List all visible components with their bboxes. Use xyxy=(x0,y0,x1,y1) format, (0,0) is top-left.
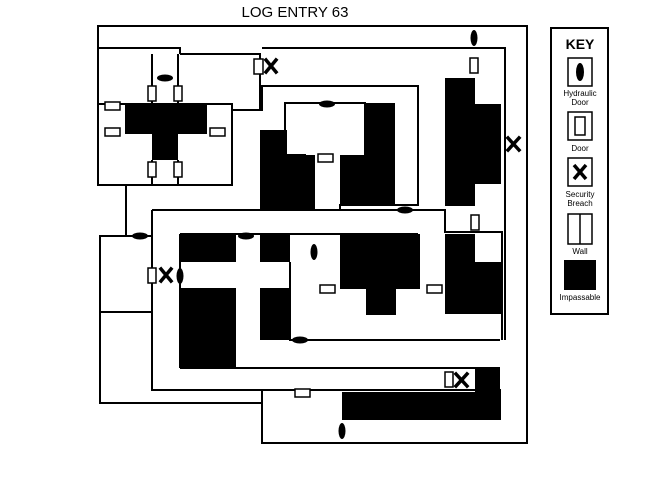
key-hydraulic-label-1: Hydraulic xyxy=(563,89,596,98)
door-icon[interactable] xyxy=(147,161,157,178)
impassable-block xyxy=(445,78,475,206)
impassable-block xyxy=(475,368,500,392)
door-icon[interactable] xyxy=(444,371,454,388)
hydraulic-door-icon[interactable] xyxy=(319,100,335,108)
impassable-block xyxy=(125,104,207,134)
map-key: KEY Hydraulic Door Door Security Breach … xyxy=(550,27,609,315)
impassable-block xyxy=(260,234,290,262)
impassable-block xyxy=(260,130,287,210)
security-breach-icon xyxy=(572,163,588,181)
impassable-block xyxy=(340,155,368,205)
key-hydraulic-box xyxy=(567,57,593,87)
impassable-block xyxy=(475,262,502,314)
door-icon[interactable] xyxy=(317,153,334,163)
key-door-label: Door xyxy=(571,144,589,153)
hydraulic-door-icon[interactable] xyxy=(338,423,346,439)
door-icon[interactable] xyxy=(147,85,157,102)
top-corridor-wall xyxy=(97,47,506,340)
upper-left-room-divider xyxy=(151,54,179,185)
door-icon[interactable] xyxy=(173,161,183,178)
door-icon xyxy=(574,116,586,136)
hydraulic-door-icon[interactable] xyxy=(176,268,184,284)
impassable-icon xyxy=(564,260,596,290)
hydraulic-door-icon[interactable] xyxy=(470,30,478,46)
impassable-block xyxy=(260,288,290,340)
hydraulic-door-icon[interactable] xyxy=(132,232,148,240)
doors xyxy=(104,57,480,398)
door-icon[interactable] xyxy=(104,101,121,111)
door-icon[interactable] xyxy=(104,127,121,137)
impassable-block xyxy=(445,234,475,314)
security-breaches xyxy=(158,57,522,389)
impassable-block xyxy=(340,234,420,289)
hydraulic-door-icon xyxy=(576,63,584,81)
security-breach-icon[interactable] xyxy=(453,371,470,389)
key-wall-label: Wall xyxy=(572,247,587,256)
hydraulic-doors xyxy=(132,30,478,439)
key-hydraulic-label-2: Door xyxy=(571,98,589,107)
impassable-block xyxy=(366,289,396,315)
hydraulic-door-icon[interactable] xyxy=(397,206,413,214)
door-icon[interactable] xyxy=(173,85,183,102)
impassable-block xyxy=(180,234,236,262)
key-breach-label-2: Breach xyxy=(567,199,592,208)
impassable-areas xyxy=(125,78,502,420)
impassable-block xyxy=(287,155,315,210)
hydraulic-door-icon[interactable] xyxy=(310,244,318,260)
security-breach-icon[interactable] xyxy=(505,135,522,153)
key-impassable-label: Impassable xyxy=(560,293,601,302)
door-icon[interactable] xyxy=(319,284,336,294)
door-icon[interactable] xyxy=(469,57,479,74)
key-heading: KEY xyxy=(566,36,595,52)
door-icon[interactable] xyxy=(147,267,157,284)
door-icon[interactable] xyxy=(426,284,443,294)
key-breach-label-1: Security xyxy=(566,190,595,199)
impassable-block xyxy=(365,103,395,205)
door-icon[interactable] xyxy=(294,388,311,398)
impassable-block xyxy=(180,288,236,368)
outer-wall xyxy=(97,25,528,444)
door-icon[interactable] xyxy=(209,127,226,137)
door-icon[interactable] xyxy=(253,58,264,75)
security-breach-icon[interactable] xyxy=(158,266,174,284)
impassable-block xyxy=(475,104,501,184)
page-title: LOG ENTRY 63 xyxy=(241,4,349,21)
hydraulic-door-icon[interactable] xyxy=(292,336,308,344)
impassable-block xyxy=(342,392,500,420)
door-icon[interactable] xyxy=(470,214,480,231)
hydraulic-door-icon[interactable] xyxy=(157,74,173,82)
impassable-block xyxy=(152,134,178,160)
hydraulic-door-icon[interactable] xyxy=(238,232,254,240)
security-breach-icon[interactable] xyxy=(263,57,279,75)
